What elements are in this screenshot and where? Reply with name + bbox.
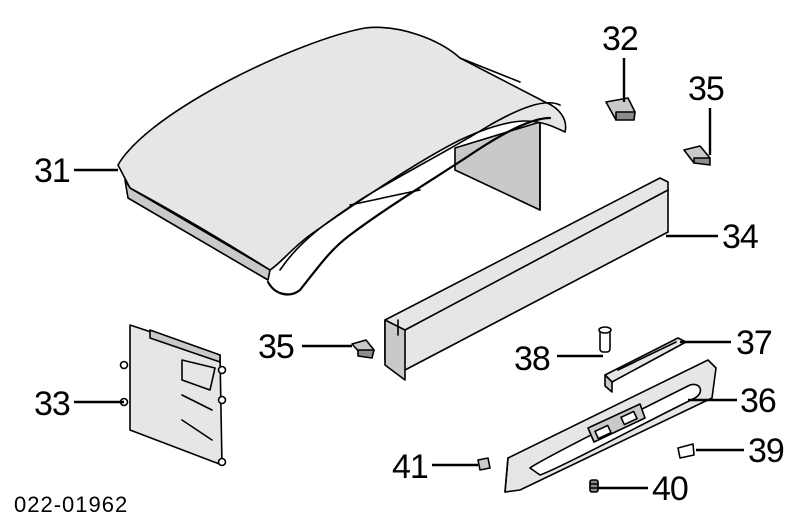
callout-37: 37 xyxy=(736,324,772,362)
callout-32: 32 xyxy=(602,20,638,58)
part-39-plate xyxy=(677,443,695,459)
part-36-slide-tray xyxy=(504,359,717,493)
part-34-front-panel xyxy=(384,177,669,381)
callout-39: 39 xyxy=(748,432,784,470)
part-31-cover xyxy=(117,26,567,296)
part-40-screw xyxy=(589,479,599,493)
callout-31: 31 xyxy=(34,152,70,190)
part-41-clip xyxy=(477,457,491,471)
part-35-bracket-upper xyxy=(683,145,711,166)
callout-38: 38 xyxy=(514,340,550,378)
leader-lines xyxy=(74,58,744,490)
callout-34: 34 xyxy=(722,218,758,256)
callout-40: 40 xyxy=(652,470,688,508)
part-38-pin xyxy=(598,326,612,353)
callout-35-lower: 35 xyxy=(258,328,294,366)
callout-33: 33 xyxy=(34,385,70,423)
part-37-rail xyxy=(604,337,687,393)
part-35-bracket-lower xyxy=(351,339,375,359)
diagram-reference-code: 022-01962 xyxy=(14,492,128,517)
callout-35-upper: 35 xyxy=(688,70,724,108)
callout-36: 36 xyxy=(740,382,776,420)
part-32-clip xyxy=(605,97,636,121)
callout-41: 41 xyxy=(392,448,428,486)
callout-labels: 31 32 33 34 35 35 36 37 38 39 40 41 xyxy=(34,20,785,508)
part-33-side-panel xyxy=(119,324,227,467)
